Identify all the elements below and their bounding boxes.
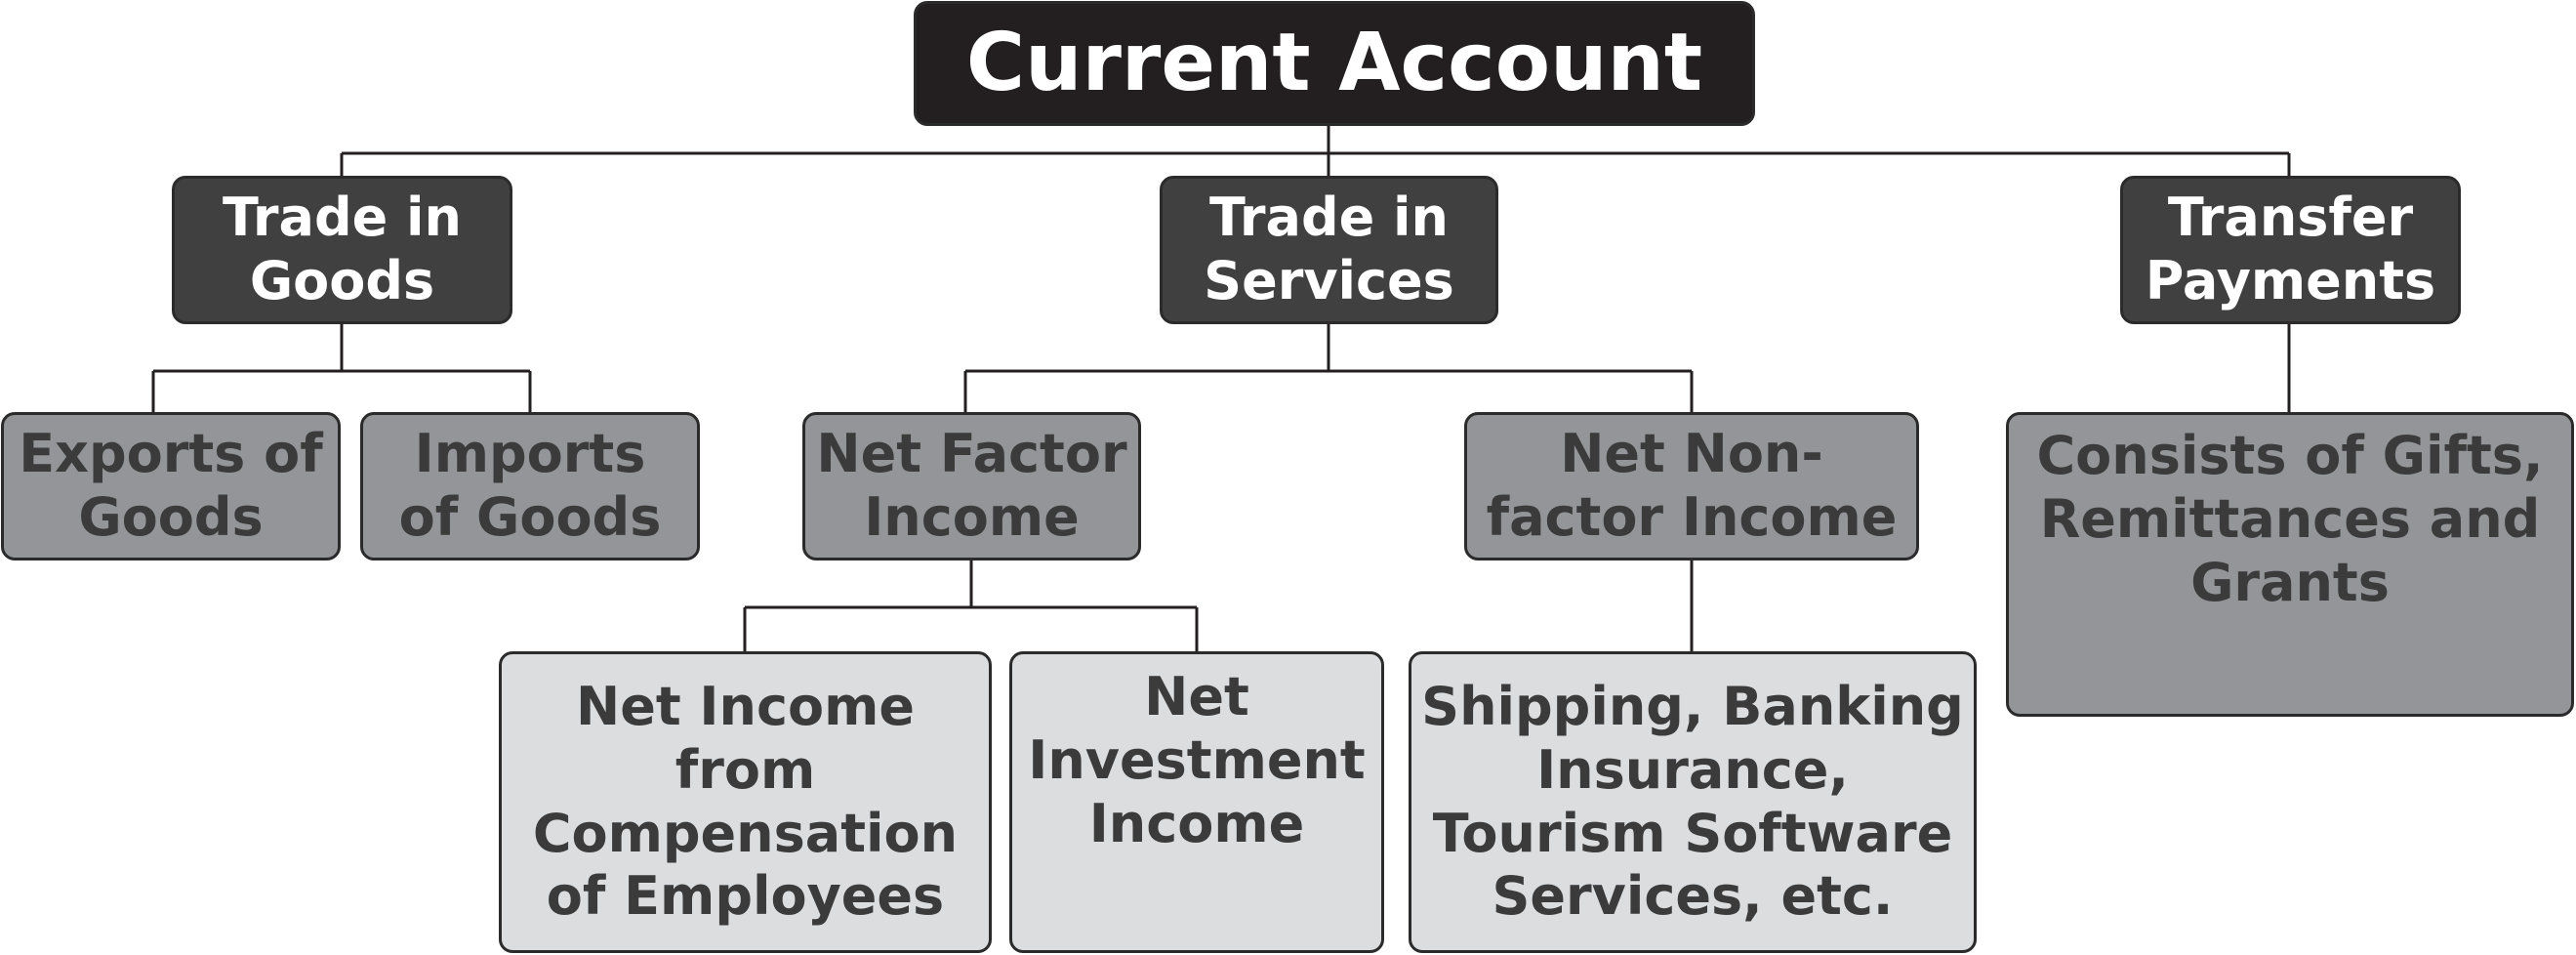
node-net-investment-income: Net Investment Income — [1009, 651, 1384, 953]
node-current-account: Current Account — [914, 1, 1755, 126]
node-trade-in-services: Trade in Services — [1160, 176, 1498, 324]
node-transfer-details: Consists of Gifts, Remittances and Grant… — [2006, 412, 2574, 717]
node-net-factor-income: Net Factor Income — [802, 412, 1141, 561]
node-net-nonfactor-income: Net Non- factor Income — [1464, 412, 1919, 561]
node-transfer-payments: Transfer Payments — [2120, 176, 2461, 324]
node-imports-of-goods: Imports of Goods — [360, 412, 700, 561]
node-trade-in-goods: Trade in Goods — [172, 176, 512, 324]
node-nonfactor-services: Shipping, Banking Insurance, Tourism Sof… — [1409, 651, 1977, 953]
node-compensation-of-employees: Net Income from Compensation of Employee… — [499, 651, 992, 953]
node-exports-of-goods: Exports of Goods — [1, 412, 341, 561]
